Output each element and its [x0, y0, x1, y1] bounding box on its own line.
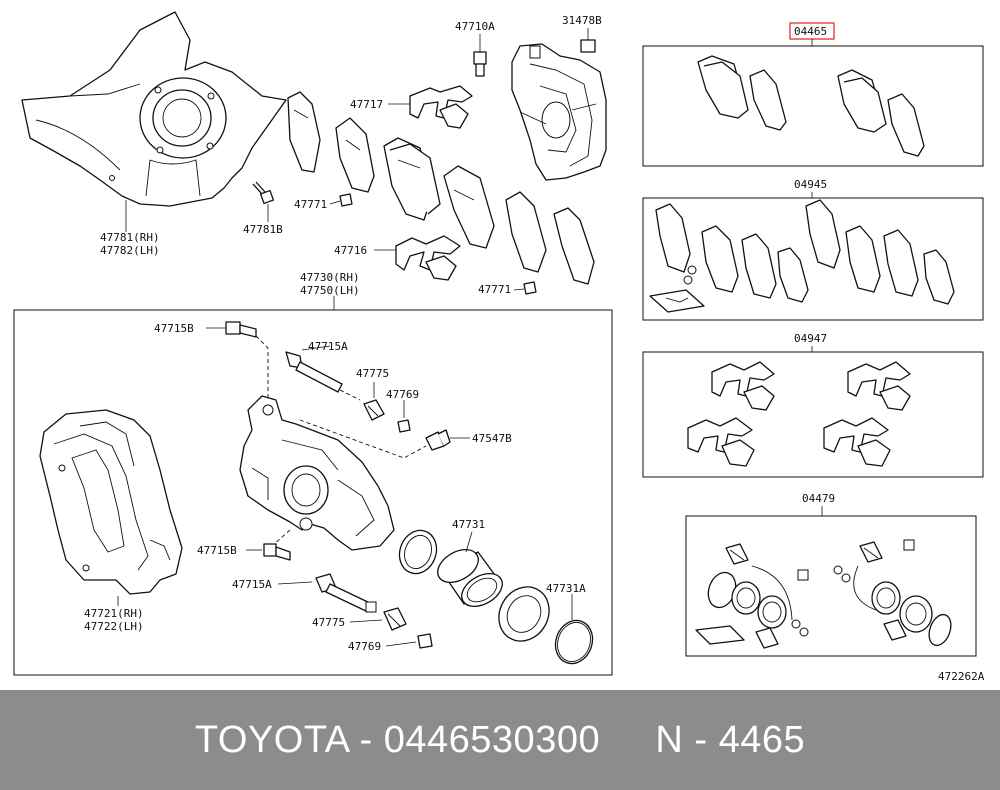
caliper-bracket-47721-part	[39, 409, 183, 606]
bleeder-47547b-part	[425, 429, 470, 451]
seal-ring-part	[398, 529, 438, 575]
clip-47771-part	[329, 193, 353, 207]
label-47775-top: 47775	[356, 367, 389, 380]
brake-pad-top-part	[383, 137, 441, 221]
pin-47715a-top-part	[285, 345, 343, 393]
kit-04947-plates	[687, 361, 911, 467]
label-47715a-top: 47715A	[308, 340, 348, 353]
label-47731a: 47731A	[546, 582, 586, 595]
bushing-47769-top-part	[397, 400, 411, 433]
kit-04947-box	[642, 351, 984, 478]
label-47547b: 47547B	[472, 432, 512, 445]
label-31478b: 31478B	[562, 14, 602, 27]
footer-part-text: TOYOTA - 0446530300 N - 4465	[194, 718, 806, 761]
reference-code: 472262A	[938, 670, 985, 683]
inner-pad-part	[505, 191, 547, 273]
kit-04479-label: 04479	[802, 492, 835, 505]
kit-04465-pads	[697, 55, 925, 157]
kit-04947-label: 04947	[794, 332, 827, 345]
footer-bar: TOYOTA - 0446530300 N - 4465	[0, 690, 1000, 790]
clip-47771-lower-part	[513, 281, 537, 295]
label-47769-top: 47769	[386, 388, 419, 401]
label-47731: 47731	[452, 518, 485, 531]
bolt-47715b-bottom-part	[246, 543, 291, 561]
boot-47775-top-part	[363, 382, 385, 421]
caliper-assembly-top-part	[511, 43, 607, 181]
label-47771-bottom: 47771	[478, 283, 511, 296]
kit-04465-label: 04465	[794, 25, 827, 38]
piston-47731-part	[437, 531, 503, 608]
label-47715a-bottom: 47715A	[232, 578, 272, 591]
label-47771-top: 47771	[294, 198, 327, 211]
label-47750-lh: 47750(LH)	[300, 284, 360, 297]
bolt-47781b-part	[252, 181, 275, 222]
kit-04945-parts	[649, 199, 955, 313]
kit-04945-label: 04945	[794, 178, 827, 191]
label-47769-bottom: 47769	[348, 640, 381, 653]
kit-04479-seals	[695, 539, 952, 649]
dust-shield-part	[21, 11, 287, 232]
boot-47775-bottom-part	[349, 607, 407, 631]
pad-support-plate-47716-part	[374, 235, 461, 281]
label-47710a: 47710A	[455, 20, 495, 33]
label-47722-lh: 47722(LH)	[84, 620, 144, 633]
outer-shim-part	[287, 91, 321, 173]
parts-diagram: 47781(RH) 47782(LH) 47781B 47717	[13, 11, 985, 683]
caliper-group-box	[13, 309, 613, 676]
label-47781-rh: 47781(RH)	[100, 231, 160, 244]
boot-ring-part	[498, 586, 550, 642]
part-31478b	[580, 28, 596, 53]
kit-04479-box	[685, 515, 977, 657]
kit-04465-box	[642, 45, 984, 167]
shim-47771-part	[335, 117, 375, 193]
bolt-47710a-part	[473, 34, 487, 77]
inner-shim-part	[553, 207, 595, 285]
kit-04945-box	[642, 197, 984, 321]
bushing-47769-bottom-part	[385, 633, 433, 649]
label-47715b-top: 47715B	[154, 322, 194, 335]
label-47717: 47717	[350, 98, 383, 111]
pin-47715a-bottom-part	[277, 573, 377, 613]
label-47715b-bottom: 47715B	[197, 544, 237, 557]
anti-squeal-shim-part	[443, 165, 495, 249]
label-47781b: 47781B	[243, 223, 283, 236]
caliper-body-part	[239, 395, 395, 551]
pad-support-plate-47717-part	[388, 85, 473, 129]
label-47721-rh: 47721(RH)	[84, 607, 144, 620]
label-47730-rh: 47730(RH)	[300, 271, 360, 284]
label-47775-bottom: 47775	[312, 616, 345, 629]
snap-ring-47731a-part	[554, 594, 594, 665]
label-47716: 47716	[334, 244, 367, 257]
bolt-47715b-top-part	[206, 321, 257, 338]
label-47782-lh: 47782(LH)	[100, 244, 160, 257]
